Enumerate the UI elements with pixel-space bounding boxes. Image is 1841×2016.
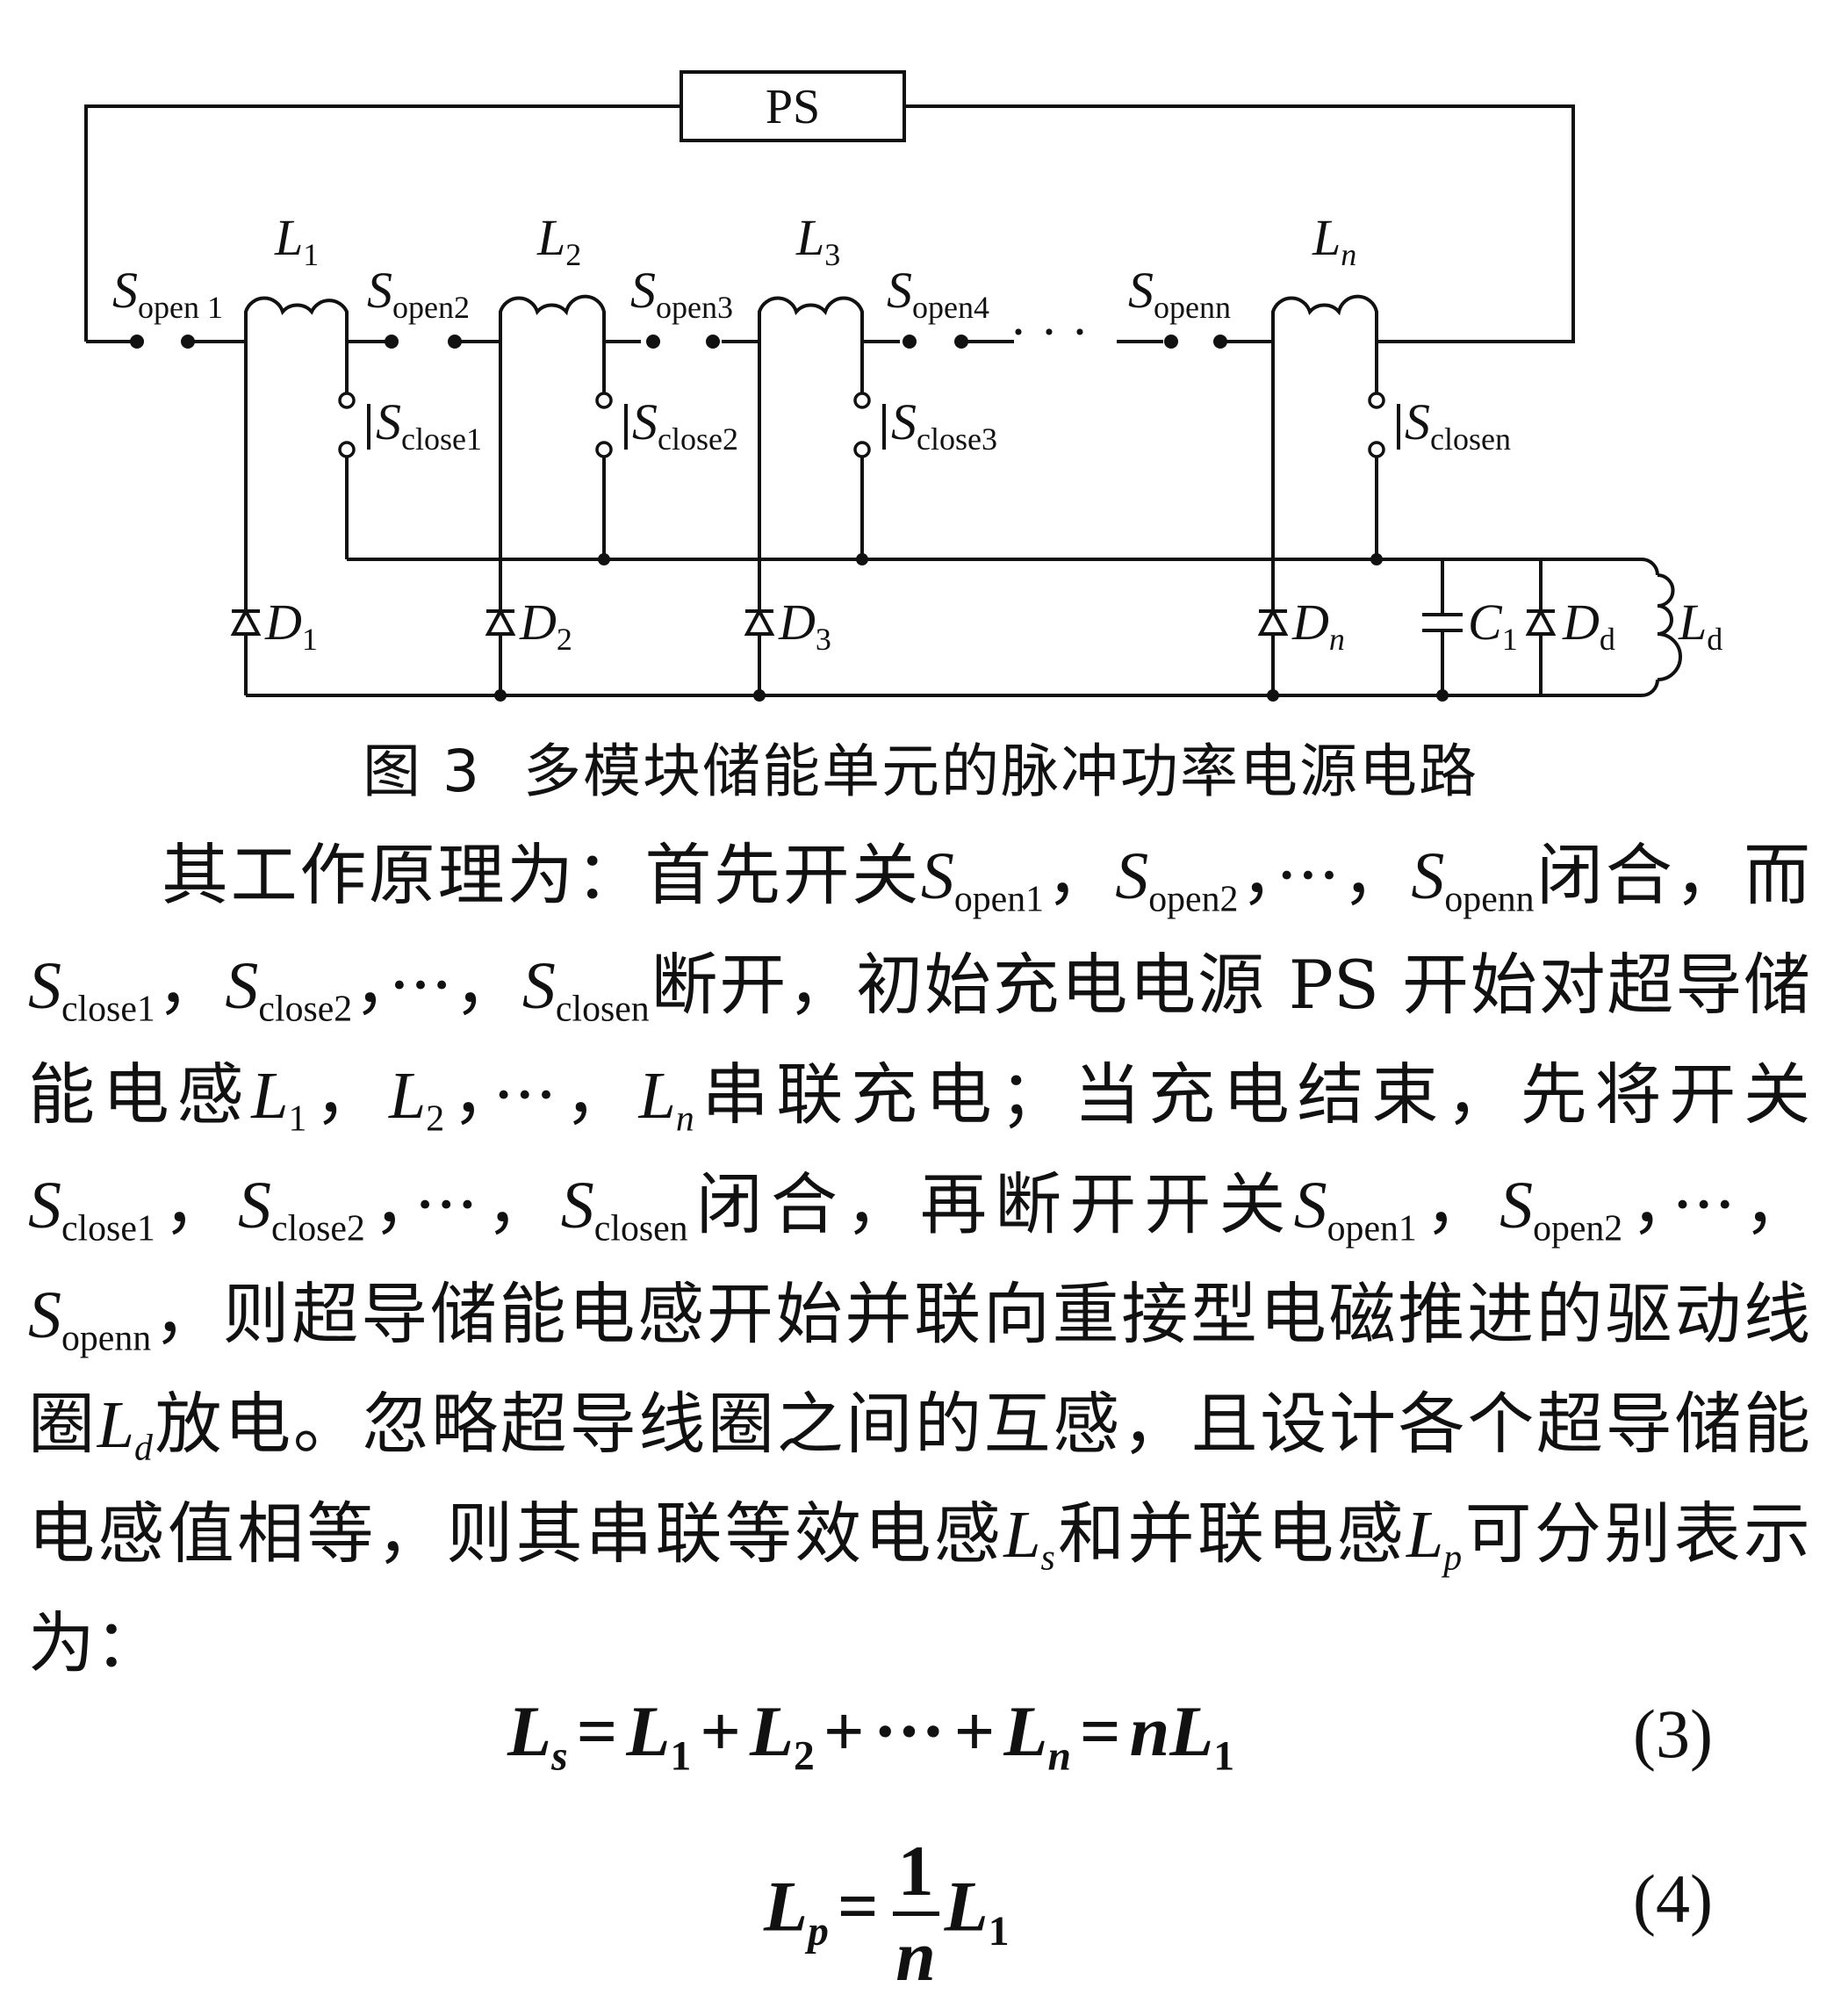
switch-close3-label: Sclose3 xyxy=(891,393,997,457)
switch-close1-label: Sclose1 xyxy=(376,393,482,457)
load-coil-ld-label: Ld xyxy=(1678,594,1722,657)
inductor-l3-label: L3 xyxy=(795,209,840,272)
switch-open3-label: Sopen3 xyxy=(630,262,733,325)
diode-dn-label: Dn xyxy=(1291,594,1345,657)
switch-open2-label: Sopen2 xyxy=(367,262,470,325)
switch-open1-label: Sopen 1 xyxy=(112,262,223,325)
switch-close2-label: Sclose2 xyxy=(632,393,738,457)
diode-dd-label: Dd xyxy=(1562,594,1615,657)
capacitor-c1-label: C1 xyxy=(1468,594,1518,657)
inductor-l1-label: L1 xyxy=(274,209,319,272)
figure-caption: 图 3 多模块储能单元的脉冲功率电源电路 xyxy=(0,724,1841,809)
switch-openn-label: Sopenn xyxy=(1128,262,1231,325)
diode-d3-label: D3 xyxy=(778,594,831,657)
inductor-l2-label: L2 xyxy=(536,209,581,272)
diode-d1-label: D1 xyxy=(264,594,318,657)
equation-3: Ls=L1+L2+···+Ln=nL1 xyxy=(507,1691,1235,1780)
equation-4-number: (4) xyxy=(1633,1861,1713,1937)
switch-closen-label: Sclosen xyxy=(1405,393,1511,457)
series-ellipsis: · · · xyxy=(1010,303,1089,361)
switch-open4-label: Sopen4 xyxy=(887,262,989,325)
circuit-diagram: PS L1 L2 L3 Ln Sopen 1 Sopen2 Sopen3 Sop… xyxy=(84,70,1722,702)
body-paragraph: 其工作原理为：首先开关Sopen1，Sopen2，···，Sopenn闭合，而S… xyxy=(28,836,1811,1682)
figure-number: 图 3 xyxy=(363,738,481,805)
equation-3-number: (3) xyxy=(1633,1696,1713,1772)
power-supply-label: PS xyxy=(766,80,820,134)
diode-d2-label: D2 xyxy=(519,594,572,657)
inductor-ln-label: Ln xyxy=(1312,209,1356,272)
figure-title: 多模块储能单元的脉冲功率电源电路 xyxy=(522,738,1478,805)
